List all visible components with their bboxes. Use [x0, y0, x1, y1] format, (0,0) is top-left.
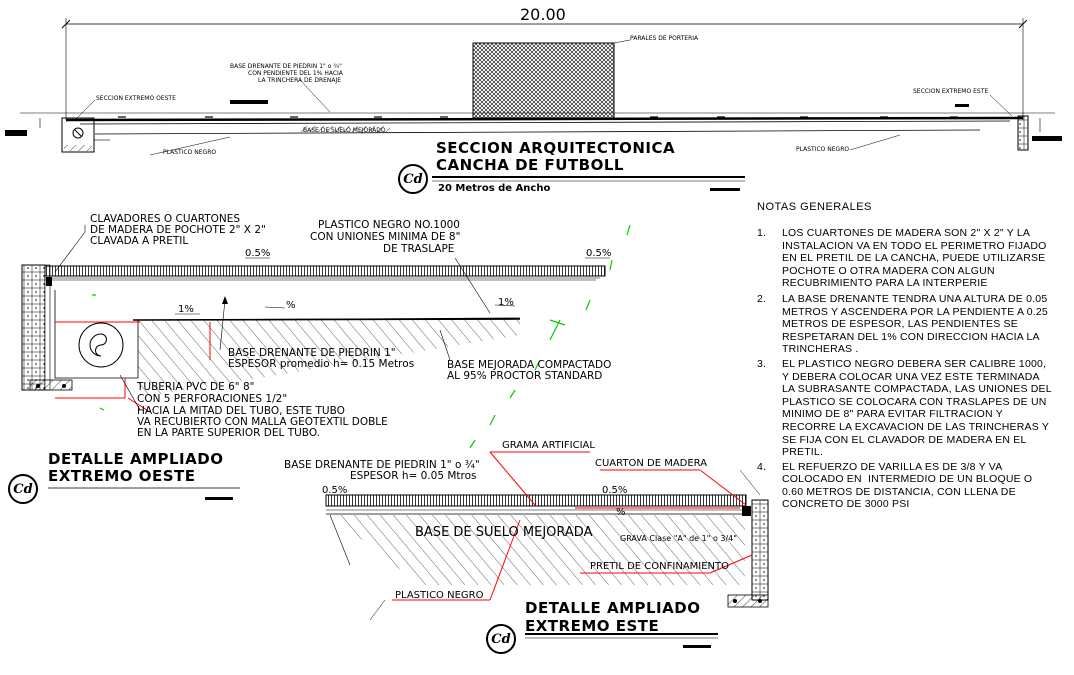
label-clavadores-2: DE MADERA DE POCHOTE 2" X 2" — [90, 224, 266, 236]
note-line: RECORRE LA EXCAVACION DE LAS TRINCHERAS … — [782, 420, 1050, 433]
label-plastic-3: DE TRASLAPE — [383, 243, 455, 255]
label-top-drain-1: BASE DRENANTE DE PIEDRIN 1" o ¾" — [230, 63, 342, 70]
slope-east-c: % — [616, 507, 626, 518]
title-west-detail-2: EXTREMO OESTE — [48, 467, 196, 485]
note-line: PRETIL. — [782, 446, 824, 459]
note-line: TRINCHERAS . — [782, 343, 859, 356]
label-clavadores-3: CLAVADA A PRETIL — [90, 235, 189, 247]
title-east-detail: DETALLE AMPLIADO — [525, 599, 701, 617]
note-line: POCHOTE O OTRA MADERA CON ALGUN — [782, 264, 995, 277]
note-line: Y DEBERA COLOCAR UNA VEZ ESTE TERMINADA — [782, 370, 1040, 383]
note-line: LA BASE DRENANTE TENDRA UNA ALTURA DE 0.… — [782, 292, 1048, 305]
label-base-east: BASE DE SUELO MEJORADA — [415, 525, 593, 540]
label-base-west-2: AL 95% PROCTOR STANDARD — [447, 370, 603, 382]
east-detail-lines — [325, 451, 769, 648]
logo-east: Cd — [486, 624, 516, 654]
label-west-section: SECCION EXTREMO OESTE — [96, 95, 176, 102]
label-clavadores-1: CLAVADORES O CUARTONES — [90, 213, 241, 225]
title-west-detail: DETALLE AMPLIADO — [48, 450, 224, 468]
title-section-2: CANCHA DE FUTBOLL — [436, 156, 624, 174]
slope-west-e: 1% — [498, 297, 514, 308]
slope-west-b: 0.5% — [586, 248, 612, 259]
note-line: CONCRETO DE 3000 PSI — [782, 498, 910, 511]
logo-top: Cd — [398, 164, 428, 194]
label-plastic-1: PLASTICO NEGRO NO.1000 — [318, 219, 460, 231]
label-drain-east-2: ESPESOR h= 0.05 Mtros — [350, 470, 477, 482]
note-item: 1. LOS CUARTONES DE MADERA SON 2" X 2" Y … — [757, 227, 1067, 290]
label-top-plastic-right: PLASTICO NEGRO — [796, 146, 850, 153]
slope-east-b: 0.5% — [602, 485, 628, 496]
label-pipe-1: TUBERIA PVC DE 6" 8" — [137, 381, 255, 393]
note-line: MINIMO DE 8" PARA EVITAR FILTRACION Y — [782, 408, 1003, 421]
dimension-label: 20.00 — [520, 5, 566, 24]
label-cuarton: CUARTON DE MADERA — [595, 458, 708, 469]
label-drain-west-1: BASE DRENANTE DE PIEDRIN 1" — [228, 347, 396, 359]
label-top-plastic-left: PLASTICO NEGRO — [163, 149, 217, 156]
label-grass: GRAMA ARTIFICIAL — [502, 440, 595, 451]
note-line: EL PLASTICO NEGRO DEBERA SER CALIBRE 100… — [782, 357, 1047, 370]
label-plastic-east: PLASTICO NEGRO — [395, 590, 484, 601]
note-line: METROS Y ASCENDERA POR LA PENDIENTE A 0.… — [782, 305, 1048, 318]
note-line: LA SUBRASANTE COMPACTADA, LAS UNIONES DE… — [782, 383, 1052, 396]
note-line: INSTALACION VA EN TODO EL PERIMETRO FIJA… — [782, 239, 1047, 252]
note-line: LOS CUARTONES DE MADERA SON 2" X 2" Y LA — [782, 227, 1031, 239]
slope-west-c: 1% — [178, 304, 194, 315]
note-item: 3. EL PLASTICO NEGRO DEBERA SER CALIBRE 1… — [757, 358, 1067, 459]
note-line: METROS DE ESPESOR, LAS PENDIENTES SE — [782, 318, 1018, 331]
label-pipe-5: EN LA PARTE SUPERIOR DEL TUBO. — [137, 427, 321, 439]
note-line: SE FIJA CON EL CLAVADOR DE MADERA EN EL — [782, 433, 1027, 446]
title-section: SECCION ARQUITECTONICA — [436, 139, 676, 157]
note-number: 1. — [757, 227, 767, 239]
note-number: 4. — [757, 460, 767, 473]
label-grava: GRAVA Clase "A" de 1" o 3/4" — [620, 534, 737, 543]
notes-title: NOTAS GENERALES — [757, 201, 872, 213]
label-drain-west-2: ESPESOR promedio h= 0.15 Metros — [228, 358, 415, 370]
note-line: 0.60 METROS DE DISTANCIA, CON LLENA DE — [782, 485, 1016, 498]
slope-east-a: 0.5% — [322, 485, 348, 496]
label-top-drain-3: LA TRINCHERA DE DRENAJE — [258, 77, 342, 84]
slope-west-a: 0.5% — [245, 248, 271, 259]
note-number: 2. — [757, 292, 767, 305]
label-east-section: SECCION EXTREMO ESTE — [913, 88, 989, 95]
top-section-lines — [5, 18, 1062, 191]
notes-list: 1. LOS CUARTONES DE MADERA SON 2" X 2" Y … — [757, 227, 1067, 513]
note-line: EL REFUERZO DE VARILLA ES DE 3/8 Y VA — [782, 460, 1003, 473]
label-goal-posts: PARALES DE PORTERIA — [630, 35, 699, 42]
logo-west: Cd — [8, 474, 38, 504]
note-line: COLOCADO EN INTERMEDIO DE UN BLOQUE O — [782, 473, 1033, 486]
label-plastic-2: CON UNIONES MINIMA DE 8" — [310, 231, 461, 243]
subtitle-section: 20 Metros de Ancho — [438, 183, 551, 194]
note-line: RESPETARAN DEL 1% CON DIRECCION HACIA LA — [782, 330, 1040, 343]
label-top-base: BASE DE SUELO MEJORADO — [303, 127, 386, 134]
note-item: 2. LA BASE DRENANTE TENDRA UNA ALTURA DE … — [757, 293, 1067, 356]
note-line: PLASTICO SE COLOCARA CON TRASLAPES DE UN — [782, 395, 1047, 408]
label-top-drain-2: CON PENDIENTE DEL 1% HACIA — [248, 70, 343, 77]
title-east-detail-2: EXTREMO ESTE — [525, 617, 660, 635]
label-pretil: PRETIL DE CONFINAMIENTO — [590, 561, 730, 572]
label-drain-east-1: BASE DRENANTE DE PIEDRIN 1" o ¾" — [284, 459, 480, 471]
note-number: 3. — [757, 357, 767, 370]
note-line: EN EL PRETIL DE LA CANCHA, PUEDE UTILIZA… — [782, 252, 1046, 265]
note-line: RECUBRIMIENTO PARA LA INTERPERIE — [782, 277, 988, 290]
label-pipe-3: HACIA LA MITAD DEL TUBO, ESTE TUBO — [137, 405, 345, 417]
west-detail-lines — [21, 224, 631, 500]
label-pipe-4: VA RECUBIERTO CON MALLA GEOTEXTIL DOBLE — [137, 416, 388, 428]
slope-west-d: % — [286, 300, 296, 311]
label-base-west-1: BASE MEJORADA COMPACTADO — [447, 359, 612, 371]
label-pipe-2: CON 5 PERFORACIONES 1/2" — [137, 393, 288, 405]
